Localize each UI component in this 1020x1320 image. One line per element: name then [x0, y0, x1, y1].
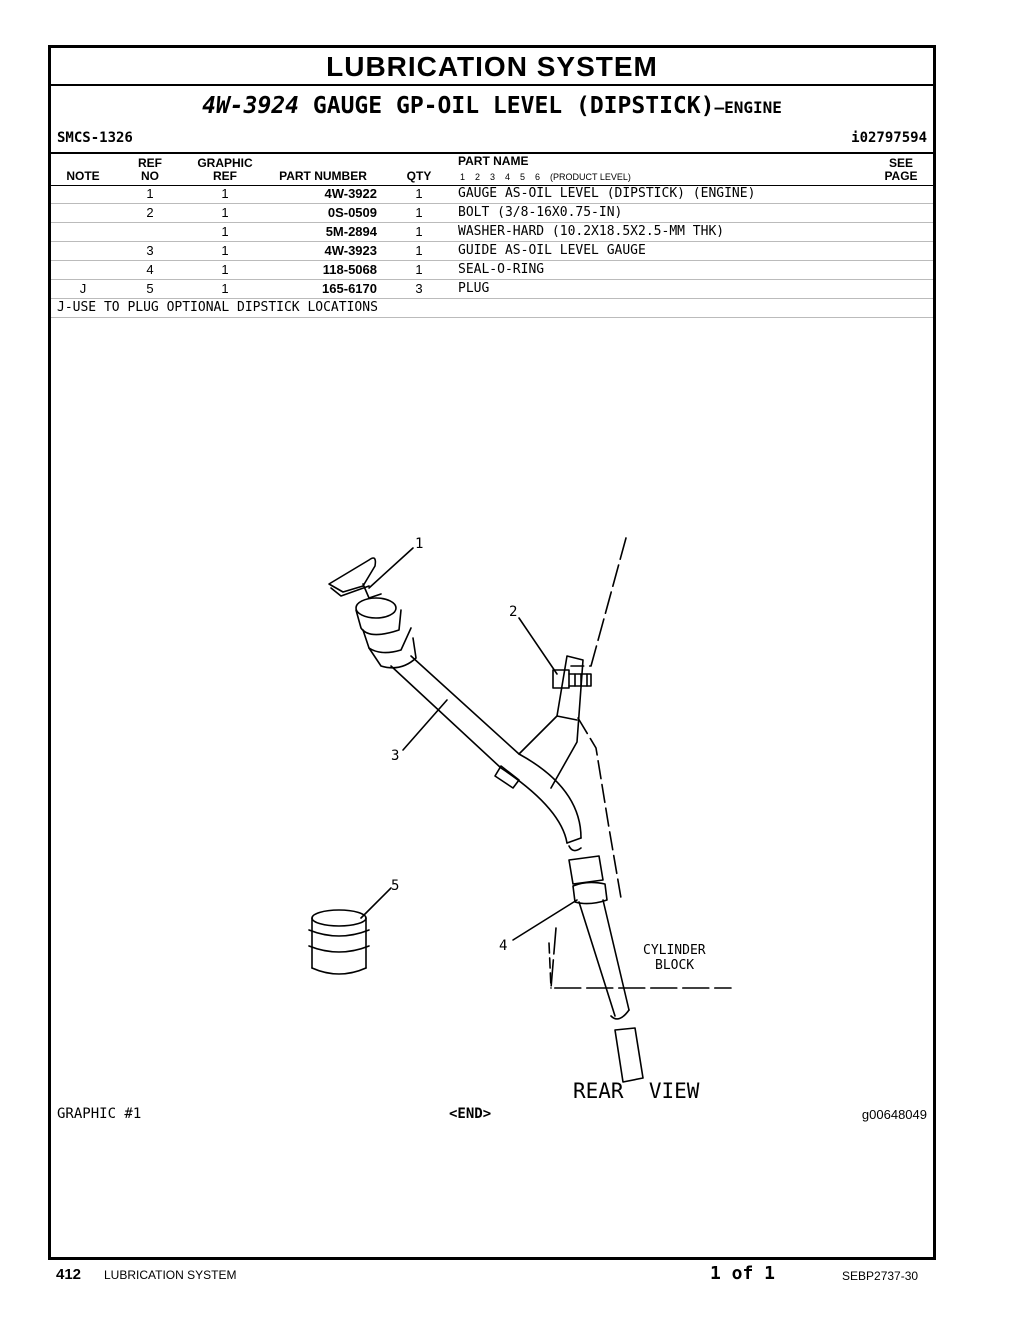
- col-see-bottom: PAGE: [884, 169, 918, 183]
- table-row: J 5 1 165-6170 3 PLUG: [51, 280, 933, 299]
- cell-graphic-ref: 1: [221, 224, 229, 239]
- cell-qty: 1: [415, 224, 423, 239]
- callout-4: 4: [499, 938, 507, 954]
- group-name: GAUGE GP-OIL LEVEL (DIPSTICK): [312, 93, 715, 119]
- cylinder-label: CYLINDER: [643, 943, 706, 958]
- group-title: 4W-3924 GAUGE GP-OIL LEVEL (DIPSTICK)—EN…: [51, 86, 933, 126]
- callout-3: 3: [391, 748, 399, 764]
- cell-part-name: WASHER-HARD (10.2X18.5X2.5-MM THK): [458, 224, 725, 239]
- view-label: REAR VIEW: [573, 1079, 700, 1103]
- col-ref-top: REF: [138, 156, 162, 170]
- page-number: 412: [56, 1266, 82, 1283]
- info-id: i02797594: [851, 130, 927, 146]
- cell-qty: 1: [415, 243, 423, 258]
- cell-note: J: [79, 281, 87, 296]
- cell-ref: 3: [146, 243, 154, 258]
- cell-graphic-ref: 1: [221, 243, 229, 258]
- col-note: NOTE: [66, 169, 100, 183]
- footnote-row: J-USE TO PLUG OPTIONAL DIPSTICK LOCATION…: [51, 299, 933, 318]
- cell-graphic-ref: 1: [221, 205, 229, 220]
- table-row: 1 1 4W-3922 1 GAUGE AS-OIL LEVEL (DIPSTI…: [51, 185, 933, 204]
- cell-qty: 3: [415, 281, 423, 296]
- cell-qty: 1: [415, 186, 423, 201]
- footer-section: LUBRICATION SYSTEM: [104, 1268, 237, 1282]
- cell-part-name: SEAL-O-RING: [458, 262, 545, 277]
- footnote: J-USE TO PLUG OPTIONAL DIPSTICK LOCATION…: [57, 300, 378, 315]
- table-row: 4 1 118-5068 1 SEAL-O-RING: [51, 261, 933, 280]
- cell-part-number[interactable]: 165-6170: [322, 281, 377, 296]
- col-see-top: SEE: [888, 156, 913, 170]
- group-part-number[interactable]: 4W-3924: [202, 93, 300, 119]
- col-qty: QTY: [406, 169, 432, 183]
- cell-part-name: PLUG: [458, 281, 490, 296]
- cell-ref: 4: [146, 262, 154, 277]
- table-row: 2 1 0S-0509 1 BOLT (3/8-16X0.75-IN): [51, 204, 933, 223]
- graphic-id: g00648049: [861, 1107, 927, 1122]
- cell-part-name: GUIDE AS-OIL LEVEL GAUGE: [458, 243, 646, 258]
- page-of: 1 of 1: [710, 1263, 776, 1284]
- graphic-end: <END>: [449, 1106, 492, 1122]
- table-row: 3 1 4W-3923 1 GUIDE AS-OIL LEVEL GAUGE: [51, 242, 933, 261]
- cell-part-name: BOLT (3/8-16X0.75-IN): [458, 205, 623, 220]
- cell-graphic-ref: 1: [221, 262, 229, 277]
- col-part-number: PART NUMBER: [279, 169, 367, 183]
- page-footer: 412 LUBRICATION SYSTEM 1 of 1 SEBP2737-3…: [0, 1262, 1020, 1292]
- callout-2: 2: [509, 604, 517, 620]
- parts-table-body: 1 1 4W-3922 1 GAUGE AS-OIL LEVEL (DIPSTI…: [51, 185, 933, 318]
- cell-qty: 1: [415, 262, 423, 277]
- cell-part-number[interactable]: 5M-2894: [325, 224, 377, 239]
- cell-graphic-ref: 1: [221, 186, 229, 201]
- col-graphic-top: GRAPHIC: [197, 156, 253, 170]
- callout-1: 1: [415, 536, 423, 552]
- cell-ref: 2: [146, 205, 154, 220]
- doc-number: SEBP2737-30: [842, 1269, 919, 1283]
- col-part-name: PART NAME: [458, 154, 529, 168]
- cell-part-number[interactable]: 4W-3922: [324, 186, 378, 201]
- cell-ref: 1: [146, 186, 154, 201]
- cell-graphic-ref: 1: [221, 281, 229, 296]
- cell-part-number[interactable]: 4W-3923: [324, 243, 378, 258]
- smcs-code: SMCS-1326: [57, 130, 133, 146]
- group-suffix: —ENGINE: [714, 98, 782, 117]
- cell-part-name: GAUGE AS-OIL LEVEL (DIPSTICK) (ENGINE): [458, 186, 756, 201]
- parts-table-header: NOTE REF NO GRAPHIC REF PART NUMBER QTY …: [51, 152, 933, 186]
- table-row: 1 5M-2894 1 WASHER-HARD (10.2X18.5X2.5-M…: [51, 223, 933, 242]
- callout-5: 5: [391, 878, 399, 894]
- parts-illustration: 1 2 3 4 5 CYLINDER BLOCK REAR VIEW: [308, 536, 732, 1103]
- page-frame: LUBRICATION SYSTEM 4W-3924 GAUGE GP-OIL …: [48, 45, 936, 1260]
- col-product-levels: 1 2 3 4 5 6 (PRODUCT LEVEL): [460, 172, 631, 182]
- block-label: BLOCK: [655, 958, 694, 973]
- col-ref-bottom: NO: [141, 169, 159, 183]
- cell-part-number[interactable]: 0S-0509: [327, 205, 377, 220]
- cell-qty: 1: [415, 205, 423, 220]
- cell-ref: 5: [146, 281, 154, 296]
- col-graphic-bottom: REF: [213, 169, 237, 183]
- section-title: LUBRICATION SYSTEM: [51, 48, 933, 86]
- graphic-label: GRAPHIC #1: [57, 1106, 142, 1122]
- cell-part-number[interactable]: 118-5068: [322, 262, 377, 277]
